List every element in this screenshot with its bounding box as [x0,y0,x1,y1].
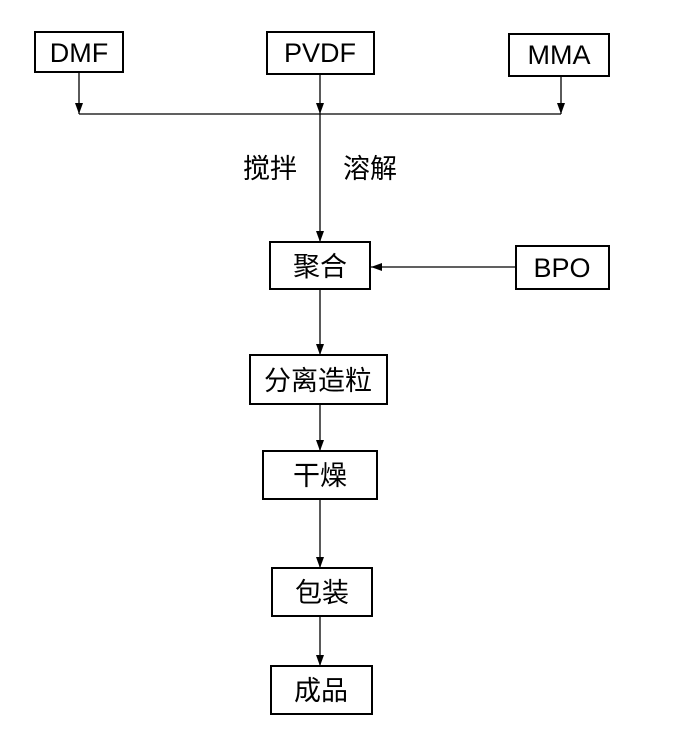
node-pack-label: 包装 [295,578,349,609]
node-dmf: DMF [34,31,124,73]
node-pvdf-box [266,31,375,75]
node-mma: MMA [508,33,610,77]
node-product: 成品 [270,665,373,715]
node-dmf-label: DMF [50,38,108,68]
node-separate-label: 分离造粒 [264,366,372,397]
node-pack-box [271,567,373,617]
arrowhead-bpo [371,263,382,271]
node-product-label: 成品 [294,676,348,707]
node-pack: 包装 [271,567,373,617]
arrowhead-pack [316,557,324,568]
arrowhead-mma [557,103,565,114]
node-mma-label: MMA [528,40,591,70]
node-polymerize: 聚合 [269,241,371,290]
node-dmf-box [34,31,124,73]
node-dry: 干燥 [262,450,378,500]
arrowhead-dmf [75,103,83,114]
node-pvdf-label: PVDF [284,38,356,68]
node-separate-box [249,354,388,405]
node-separate: 分离造粒 [249,354,388,405]
node-dry-box [262,450,378,500]
node-product-box [270,665,373,715]
node-polymerize-box [269,241,371,290]
arrowhead-separate [316,344,324,355]
arrowhead-dry [316,440,324,451]
label-stir: 搅拌 [243,154,297,185]
arrowhead-polymerize [316,231,324,242]
node-bpo-label: BPO [533,253,590,283]
arrowhead-product [316,655,324,666]
label-dissolve: 溶解 [343,154,397,185]
node-pvdf: PVDF [266,31,375,75]
node-mma-box [508,33,610,77]
node-bpo-box [515,245,610,290]
node-bpo: BPO [515,245,610,290]
node-dry-label: 干燥 [293,461,347,492]
node-polymerize-label: 聚合 [293,252,347,283]
arrowhead-pvdf [316,103,324,114]
